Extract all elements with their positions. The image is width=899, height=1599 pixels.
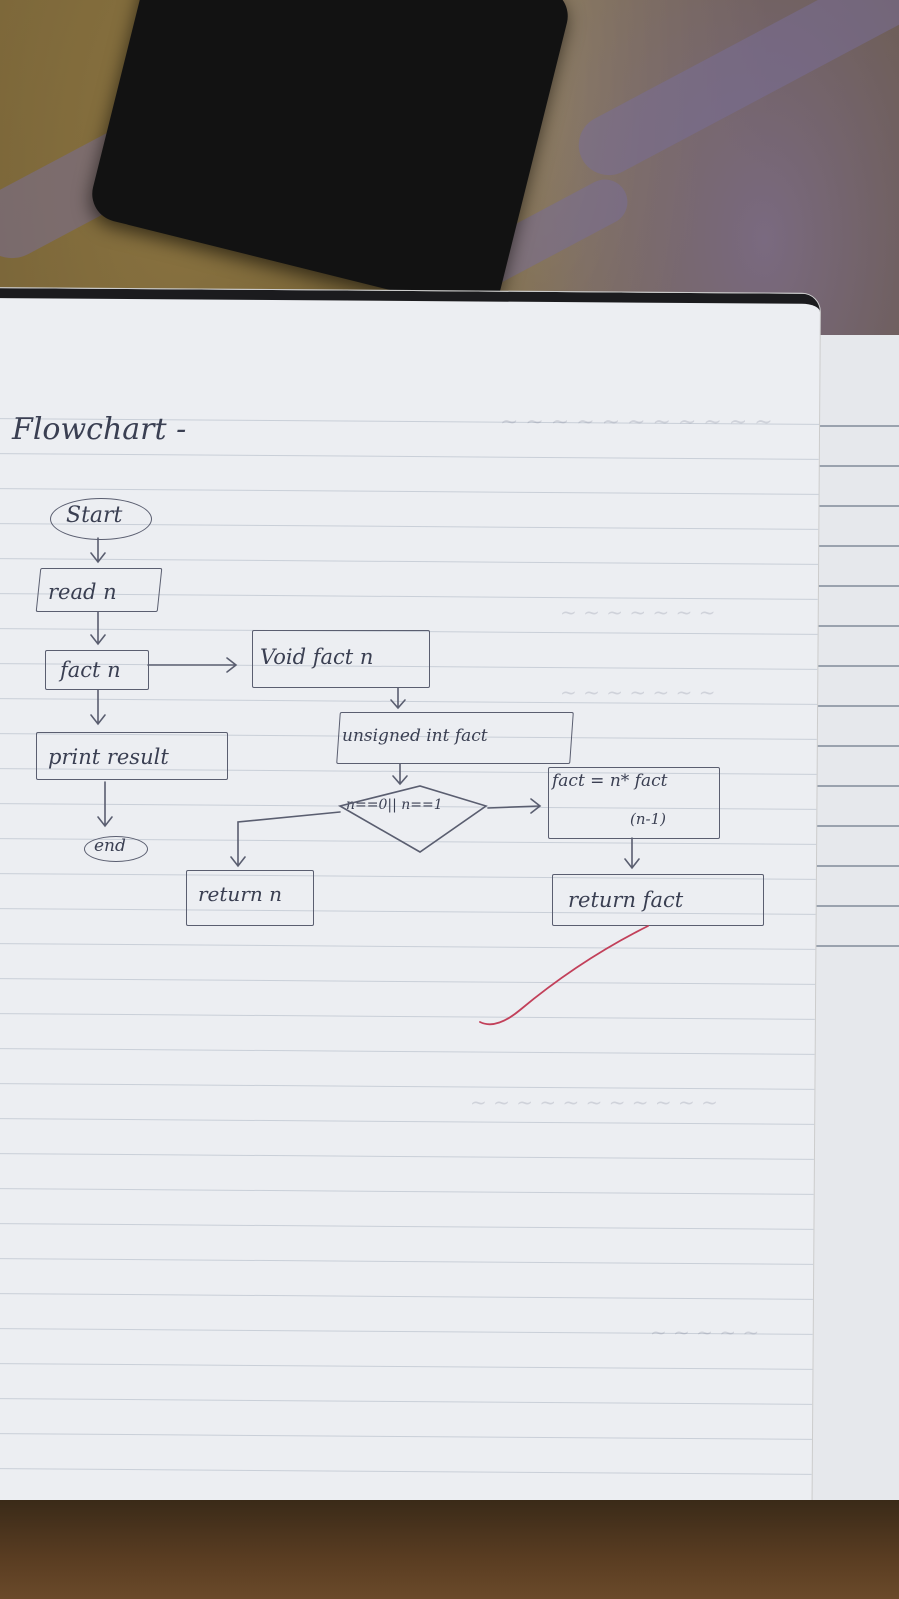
arrow-fact-to-void bbox=[147, 657, 238, 673]
compute-box bbox=[548, 767, 720, 839]
read-input-label: read n bbox=[48, 580, 117, 604]
page-bottom-edge bbox=[0, 1500, 899, 1599]
declare-label: unsigned int fact bbox=[342, 726, 488, 746]
end-terminal bbox=[84, 836, 148, 862]
start-terminal bbox=[50, 498, 152, 540]
arrow-start-to-read bbox=[90, 537, 106, 564]
return-fact-label: return fact bbox=[568, 888, 684, 912]
print-result-box bbox=[36, 732, 228, 780]
arrow-fact-to-print bbox=[90, 689, 106, 726]
end-label: end bbox=[94, 836, 126, 856]
condition-diamond bbox=[337, 785, 488, 853]
condition-label: n==0|| n==1 bbox=[346, 797, 443, 813]
void-fact-box bbox=[252, 630, 430, 688]
check-mark-icon bbox=[479, 925, 649, 1026]
return-n-label: return n bbox=[198, 882, 282, 906]
arrow-read-to-fact bbox=[90, 611, 106, 646]
flowchart-heading: Flowchart - bbox=[12, 412, 187, 447]
return-n-box bbox=[186, 870, 314, 926]
fact-call-box bbox=[45, 650, 149, 690]
compute-label-line1: fact = n* fact bbox=[552, 771, 668, 791]
arrow-compute-to-return bbox=[624, 837, 640, 870]
arrow-declare-to-condition bbox=[392, 763, 408, 786]
arrow-condition-to-compute bbox=[487, 798, 542, 814]
compute-label-line2: (n-1) bbox=[630, 810, 666, 828]
start-label: Start bbox=[66, 503, 123, 528]
return-fact-box bbox=[552, 874, 764, 926]
arrow-print-to-end bbox=[97, 781, 113, 828]
arrow-condition-to-return-n bbox=[230, 811, 341, 868]
side-page bbox=[805, 335, 899, 1525]
arrow-void-to-declare bbox=[390, 687, 406, 710]
print-result-label: print result bbox=[48, 745, 169, 769]
fact-call-label: fact n bbox=[60, 658, 121, 682]
void-fact-label: Void fact n bbox=[260, 645, 374, 669]
